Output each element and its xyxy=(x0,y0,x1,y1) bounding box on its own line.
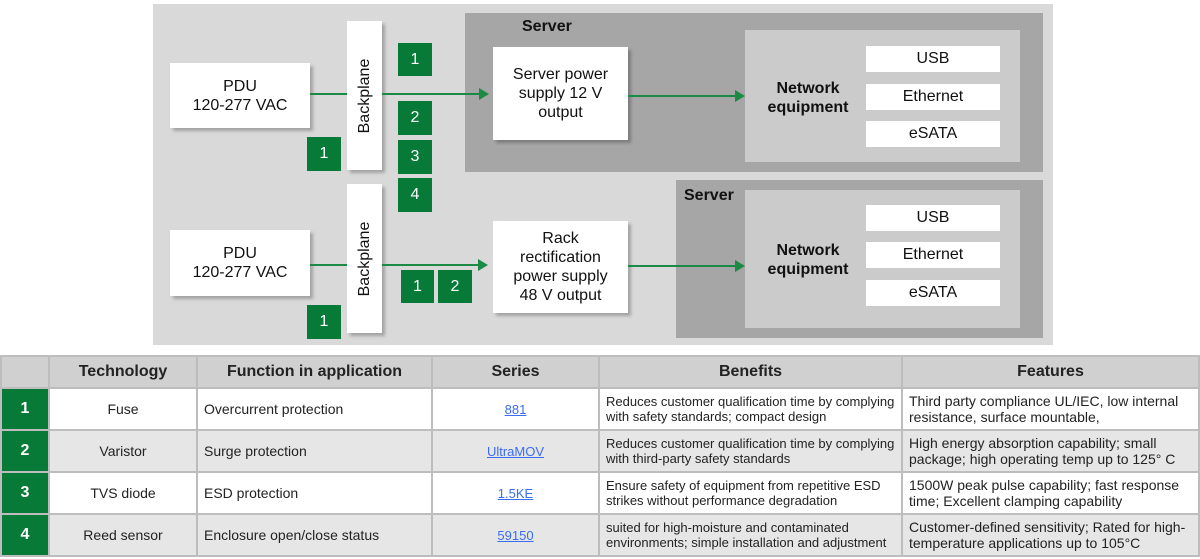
technology-table: Technology Function in application Serie… xyxy=(0,355,1200,557)
pdu-label: PDU xyxy=(223,245,257,262)
header-features: Features xyxy=(901,355,1200,389)
pdu-label: PDU xyxy=(223,77,257,95)
pdu-voltage: 120-277 VAC xyxy=(192,96,288,114)
pdu-voltage: 120-277 VAC xyxy=(192,264,288,281)
features-cell: 1500W peak pulse capability; fast respon… xyxy=(901,471,1200,515)
connector-line xyxy=(382,93,480,95)
series-cell: UltraMOV xyxy=(431,429,600,473)
ethernet-port: Ethernet xyxy=(866,242,1000,268)
benefits-cell: Ensure safety of equipment from repetiti… xyxy=(598,471,903,515)
network-line1: Network xyxy=(776,80,840,97)
usb-port: USB xyxy=(866,46,1000,72)
marker-2: 2 xyxy=(438,270,472,303)
ethernet-port: Ethernet xyxy=(866,84,1000,110)
function-cell: Enclosure open/close status xyxy=(196,513,433,557)
series-link[interactable]: 881 xyxy=(504,401,527,417)
benefits-cell: Reduces customer qualification time by c… xyxy=(598,387,903,431)
psu-line: Server power xyxy=(512,66,609,83)
backplane-1: Backplane xyxy=(347,21,382,170)
psu-line: output xyxy=(538,104,583,121)
series-cell: 881 xyxy=(431,387,600,431)
series-cell: 1.5KE xyxy=(431,471,600,515)
technology-cell: Reed sensor xyxy=(48,513,198,557)
marker-4: 4 xyxy=(398,178,432,212)
server-label: Server xyxy=(522,18,572,35)
function-cell: Surge protection xyxy=(196,429,433,473)
header-num xyxy=(0,355,50,389)
backplane-2: Backplane xyxy=(347,184,382,333)
network-line2: equipment xyxy=(767,261,849,278)
series-link[interactable]: UltraMOV xyxy=(486,443,545,459)
features-cell: Customer-defined sensitivity; Rated for … xyxy=(901,513,1200,557)
features-cell: High energy absorption capability; small… xyxy=(901,429,1200,473)
row-number: 2 xyxy=(0,429,50,473)
server-label: Server xyxy=(684,187,734,204)
rack-line: rectification xyxy=(520,249,601,266)
esata-port: eSATA xyxy=(866,121,1000,147)
server-power-supply: Server power supply 12 V output xyxy=(493,47,628,140)
marker-3: 3 xyxy=(398,140,432,174)
technology-cell: Varistor xyxy=(48,429,198,473)
row-number: 1 xyxy=(0,387,50,431)
row-number: 4 xyxy=(0,513,50,557)
benefits-cell: suited for high-moisture and contaminate… xyxy=(598,513,903,557)
connector-line xyxy=(310,93,347,95)
arrow-icon xyxy=(735,260,745,272)
network-label: Network equipment xyxy=(760,241,856,279)
technology-cell: TVS diode xyxy=(48,471,198,515)
function-cell: Overcurrent protection xyxy=(196,387,433,431)
series-cell: 59150 xyxy=(431,513,600,557)
header-benefits: Benefits xyxy=(598,355,903,389)
connector-line xyxy=(628,265,736,267)
table-header: Technology Function in application Serie… xyxy=(0,355,1200,389)
row-number: 3 xyxy=(0,471,50,515)
table-row: 4 Reed sensor Enclosure open/close statu… xyxy=(0,513,1200,557)
arrow-icon xyxy=(479,88,489,100)
connector-line xyxy=(628,95,736,97)
marker-2: 2 xyxy=(398,101,432,135)
backplane-label: Backplane xyxy=(355,58,373,133)
marker-1: 1 xyxy=(398,43,432,76)
rack-line: 48 V output xyxy=(519,287,602,304)
header-technology: Technology xyxy=(48,355,198,389)
marker-1: 1 xyxy=(401,270,434,303)
features-cell: Third party compliance UL/IEC, low inter… xyxy=(901,387,1200,431)
benefits-cell: Reduces customer qualification time by c… xyxy=(598,429,903,473)
header-function: Function in application xyxy=(196,355,433,389)
header-series: Series xyxy=(431,355,600,389)
marker-1: 1 xyxy=(307,305,341,339)
table-row: 1 Fuse Overcurrent protection 881 Reduce… xyxy=(0,387,1200,431)
arrow-icon xyxy=(735,90,745,102)
table-row: 3 TVS diode ESD protection 1.5KE Ensure … xyxy=(0,471,1200,515)
marker-1: 1 xyxy=(307,137,341,171)
esata-port: eSATA xyxy=(866,280,1000,306)
psu-line: supply 12 V xyxy=(518,85,603,102)
connector-line xyxy=(310,264,347,266)
rack-line: power supply xyxy=(513,268,608,285)
usb-port: USB xyxy=(866,205,1000,231)
network-line1: Network xyxy=(776,242,840,259)
pdu-2: PDU 120-277 VAC xyxy=(170,230,310,296)
backplane-label: Backplane xyxy=(355,221,373,296)
network-line2: equipment xyxy=(767,99,849,116)
technology-cell: Fuse xyxy=(48,387,198,431)
function-cell: ESD protection xyxy=(196,471,433,515)
arrow-icon xyxy=(478,259,488,271)
series-link[interactable]: 59150 xyxy=(497,527,534,543)
series-link[interactable]: 1.5KE xyxy=(497,485,534,501)
rack-rectification-power-supply: Rack rectification power supply 48 V output xyxy=(493,221,628,313)
table-row: 2 Varistor Surge protection UltraMOV Red… xyxy=(0,429,1200,473)
network-label: Network equipment xyxy=(760,79,856,117)
rack-line: Rack xyxy=(542,230,579,247)
connector-line xyxy=(382,264,479,266)
